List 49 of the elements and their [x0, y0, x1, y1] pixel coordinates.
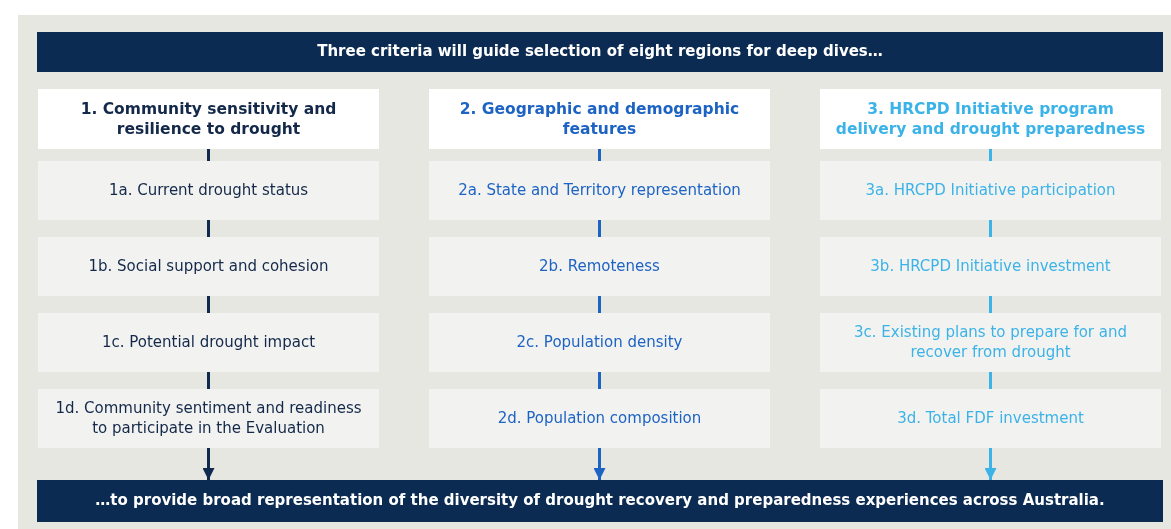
- sub-criterion-box: [820, 313, 1161, 372]
- sub-criterion-box: [38, 313, 379, 372]
- sub-criterion-box: [429, 161, 770, 220]
- sub-criterion-box: [38, 237, 379, 296]
- sub-criterion-box: [820, 237, 1161, 296]
- criterion-header-box: [820, 89, 1161, 149]
- sub-criterion-box: [429, 237, 770, 296]
- sub-criterion-box: [820, 161, 1161, 220]
- criterion-text: 3a. HRCPD Initiative participation: [865, 180, 1116, 201]
- criterion-text: 1b. Social support and cohesion: [88, 256, 329, 277]
- connector-line: [207, 372, 210, 389]
- connector-line: [598, 372, 601, 389]
- sub-criterion-box: [429, 313, 770, 372]
- criterion-text: 2c. Population density: [516, 332, 683, 353]
- connector-line: [207, 296, 210, 313]
- connector-line: [207, 149, 210, 161]
- criterion-text: 3c. Existing plans to prepare for and recover from drought: [852, 323, 1129, 362]
- sub-criterion-box: [38, 161, 379, 220]
- criterion-text: 3b. HRCPD Initiative investment: [870, 256, 1111, 277]
- criterion-header-box: [38, 89, 379, 149]
- criterion-heading: 3. HRCPD Initiative program delivery and drought preparedness: [834, 98, 1147, 140]
- arrow: [202, 448, 215, 480]
- connector-line: [989, 372, 992, 389]
- banner: [37, 32, 1163, 72]
- criterion-heading: 1. Community sensitivity and resilience to drought: [79, 98, 338, 140]
- connector-line: [989, 149, 992, 161]
- arrow: [593, 448, 606, 480]
- criterion-heading: 2. Geographic and demographic features: [458, 98, 741, 140]
- sub-criterion-box: [38, 389, 379, 448]
- banner: [37, 480, 1163, 522]
- criterion-text: 1a. Current drought status: [108, 180, 309, 201]
- sub-criterion-box: [820, 389, 1161, 448]
- arrow: [984, 448, 997, 480]
- banner-text: Three criteria will guide selection of eight regions for deep dives…: [317, 42, 883, 62]
- criterion-text: 2d. Population composition: [497, 408, 702, 429]
- criterion-text: 1d. Community sentiment and readiness to participate in the Evaluation: [54, 399, 363, 438]
- connector-line: [989, 296, 992, 313]
- criterion-text: 2a. State and Territory representation: [458, 180, 741, 201]
- connector-line: [207, 220, 210, 237]
- connector-line: [598, 296, 601, 313]
- banner-text: …to provide broad representation of the diversity of drought recovery and preparedness experiences across Australia.: [95, 491, 1105, 511]
- connector-line: [598, 220, 601, 237]
- connector-line: [598, 149, 601, 161]
- connector-line: [989, 220, 992, 237]
- sub-criterion-box: [429, 389, 770, 448]
- criterion-text: 2b. Remoteness: [539, 256, 660, 277]
- criterion-text: 3d. Total FDF investment: [897, 408, 1084, 429]
- criterion-header-box: [429, 89, 770, 149]
- criterion-text: 1c. Potential drought impact: [101, 332, 316, 353]
